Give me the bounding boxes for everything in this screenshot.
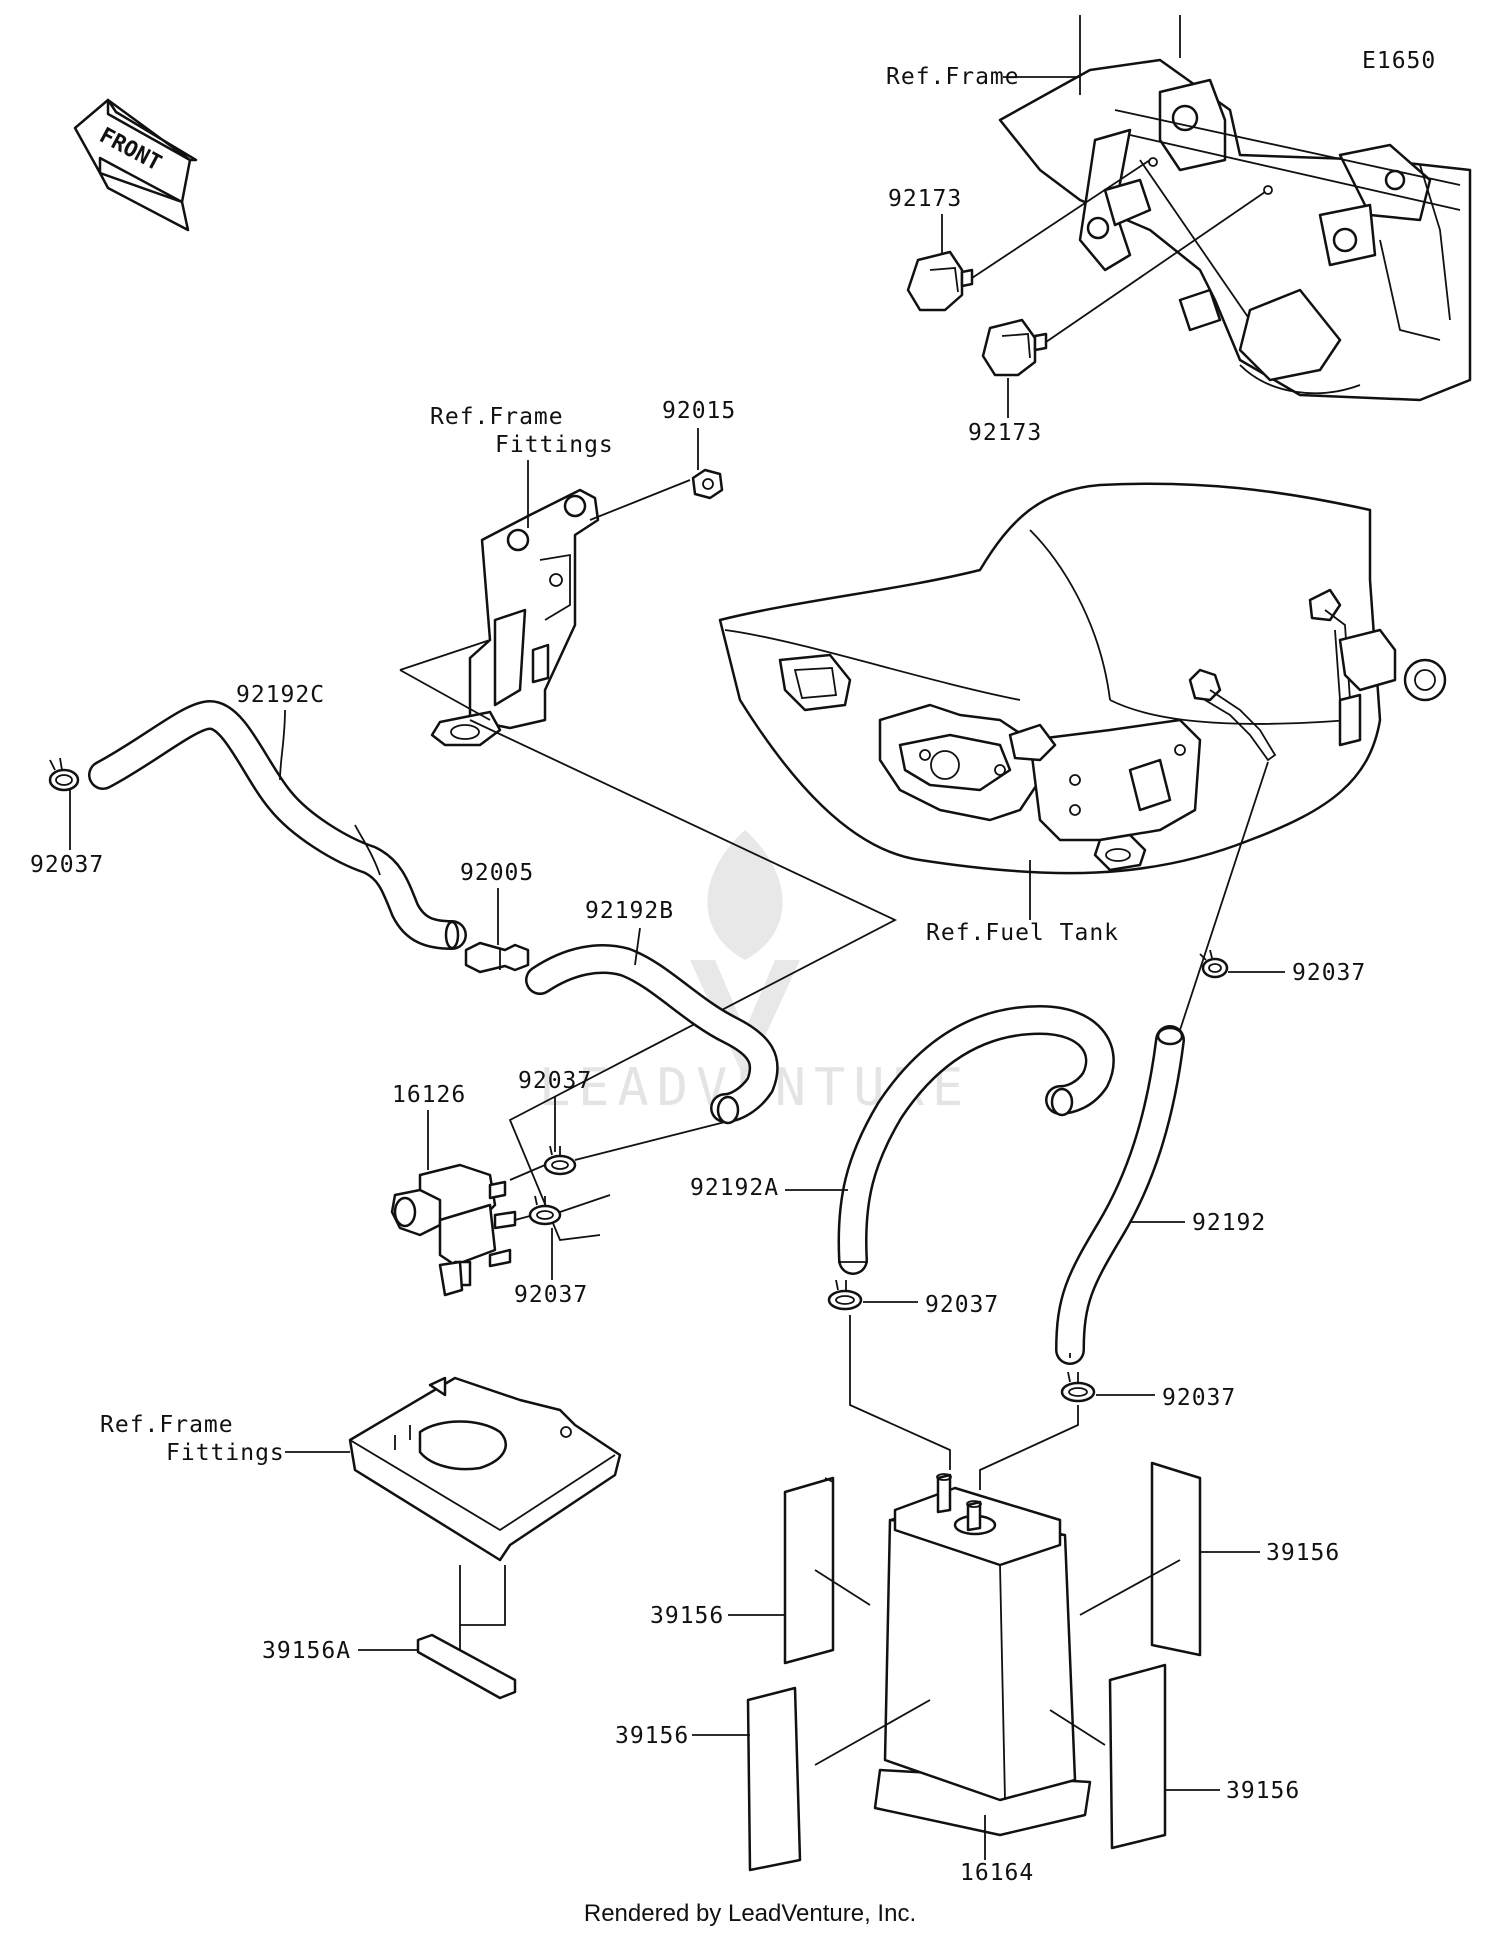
- part-92192B-label: 92192B: [585, 898, 674, 924]
- ref-frame-fittings-top-label-1: Ref.Frame: [430, 404, 564, 430]
- ref-frame-fittings-top-label-2: Fittings: [495, 432, 614, 458]
- tank-connection-line: [1179, 761, 1269, 1031]
- footer-credit: Rendered by LeadVenture, Inc.: [583, 1900, 917, 1927]
- part-92015-label: 92015: [662, 398, 736, 424]
- part-92192C-label: 92192C: [236, 682, 325, 708]
- lower-bracket: [348, 1376, 622, 1562]
- part-92037-mid-label: 92037: [925, 1292, 999, 1318]
- clamp-92037-valve-bottom: [528, 1195, 562, 1226]
- part-92192A-label: 92192A: [690, 1175, 779, 1201]
- part-92037-canister-label: 92037: [1162, 1385, 1236, 1411]
- part-92005-label: 92005: [460, 860, 534, 886]
- clamp-92037-mid: [827, 1279, 863, 1311]
- ref-frame-fittings-bottom-label-2: Fittings: [166, 1440, 285, 1466]
- ref-fuel-tank-label: Ref.Fuel Tank: [926, 920, 1119, 946]
- diagram-id: E1650: [1362, 48, 1436, 74]
- part-16164-label: 16164: [960, 1860, 1034, 1886]
- hose-92192B: [525, 944, 779, 1125]
- ref-frame-fittings-bottom-label-1: Ref.Frame: [100, 1412, 234, 1438]
- bracket-reference-outline: [399, 639, 898, 1241]
- part-92192-label: 92192: [1192, 1210, 1266, 1236]
- part-92037-left-label: 92037: [30, 852, 104, 878]
- hose-92192: [1055, 1025, 1185, 1365]
- hose-92192C: [88, 700, 467, 950]
- hose-92192A: [837, 1005, 1115, 1275]
- part-92037-right-label: 92037: [1292, 960, 1366, 986]
- ref-frame-top-label: Ref.Frame: [886, 64, 1020, 90]
- clamp-92037-canister: [1060, 1371, 1096, 1403]
- part-39156-right-top-label: 39156: [1266, 1540, 1340, 1566]
- part-92037-valve-top-label: 92037: [518, 1068, 592, 1094]
- part-39156-left-top-label: 39156: [650, 1603, 724, 1629]
- pad-39156-left-bottom: [746, 1686, 931, 1872]
- pad-39156-right-top: [1079, 1461, 1202, 1657]
- part-92173-upper-label: 92173: [888, 186, 962, 212]
- joint-92005: [464, 941, 530, 974]
- front-arrow-icon: FRONT: [73, 98, 198, 232]
- pad-39156-left-top: [783, 1476, 871, 1665]
- part-39156A-label: 39156A: [262, 1638, 351, 1664]
- pad-39156-right-bottom: [1049, 1663, 1167, 1850]
- part-39156-left-bottom-label: 39156: [615, 1723, 689, 1749]
- clamp-92037-valve-top: [543, 1145, 577, 1176]
- clamp-92037-right: [1199, 949, 1229, 979]
- canister-16164: [873, 1473, 1092, 1837]
- part-92037-valve-bottom-label: 92037: [514, 1282, 588, 1308]
- clip-92173-lower: [981, 191, 1266, 377]
- nut-92015: [691, 468, 724, 500]
- part-92173-lower-label: 92173: [968, 420, 1042, 446]
- part-16126-label: 16126: [392, 1082, 466, 1108]
- frame-assembly-top: Ref.Frame: [886, 15, 1472, 402]
- clip-92173-upper: [906, 159, 1151, 312]
- upper-bracket: [430, 479, 691, 747]
- pad-39156A: [416, 1633, 517, 1700]
- fuel-tank: [718, 482, 1447, 875]
- clamp-92037-left: [48, 757, 80, 792]
- part-39156-right-bottom-label: 39156: [1226, 1778, 1300, 1804]
- purge-valve-16126: [390, 1163, 517, 1297]
